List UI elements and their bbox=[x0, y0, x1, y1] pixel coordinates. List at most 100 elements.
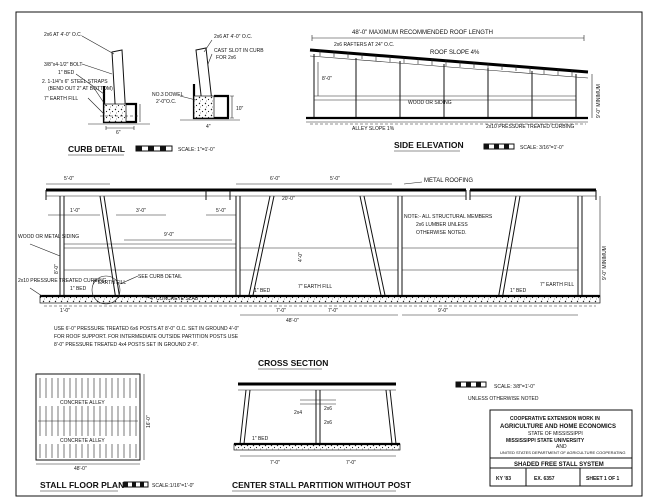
title-line-3: STATE OF MISSISSIPPI bbox=[528, 431, 583, 437]
side-curbing-label: 2x10 PRESSURE TREATED CURBING bbox=[486, 124, 575, 130]
curb-scale: SCALE: 1"=1'-0" bbox=[178, 147, 215, 153]
curb-detail: 2x6 AT 4'-0" O.C. 3/8"x4-1/2" BOLT 1" BE… bbox=[42, 32, 264, 156]
cross-concrete-slab: 4" CONCRETE SLAB bbox=[150, 296, 199, 302]
curb-dowel-label: NO.3 DOWEL bbox=[152, 92, 184, 98]
side-rafter-ticks bbox=[319, 50, 573, 76]
floor-alley-1: CONCRETE ALLEY bbox=[60, 400, 105, 406]
curb-dim-6: 6" bbox=[116, 130, 121, 136]
cross-dim-20ft: 20'-0" bbox=[282, 196, 295, 202]
curb-detail-left-drawing bbox=[88, 49, 150, 130]
side-elevation: 48'-0" MAXIMUM RECOMMENDED ROOF LENGTH 2… bbox=[306, 30, 602, 152]
cross-dim-7ft-b: 7'-0" bbox=[328, 308, 338, 314]
title-line-4: MISSISSIPPI STATE UNIVERSITY bbox=[506, 438, 585, 444]
curb-post-label: 2x6 AT 4'-0" O.C. bbox=[44, 32, 82, 38]
floor-scale: SCALE:1/16"=1'-0" bbox=[152, 483, 194, 489]
curb-cast-slot-label: CAST SLOT IN CURB bbox=[214, 48, 264, 54]
title-date: KY '83 bbox=[496, 476, 511, 482]
scale-block: SCALE: 3/8"=1'-0" UNLESS OTHERWISE NOTED bbox=[455, 381, 539, 402]
scale-block-scale: SCALE: 3/8"=1'-0" bbox=[494, 384, 535, 390]
curb-bed-label: 1" BED bbox=[58, 70, 75, 76]
cross-post-note-3: 8'-0" PRESSURE TREATED 4x4 POSTS SET IN … bbox=[54, 342, 199, 348]
floor-depth: 16'-0" bbox=[146, 415, 152, 428]
title-line-1: COOPERATIVE EXTENSION WORK IN bbox=[510, 416, 600, 422]
partition-lumber-b: 2x6 bbox=[324, 406, 332, 412]
cross-dim-5ft: 5'-0" bbox=[216, 208, 226, 214]
partition-bed: 1" BED bbox=[252, 436, 269, 442]
side-scale-bar bbox=[483, 143, 515, 150]
drawing-title: SHADED FREE STALL SYSTEM bbox=[514, 462, 604, 468]
cross-rails bbox=[64, 243, 578, 271]
curb-scale-bar bbox=[135, 145, 173, 152]
curb-detail-callout bbox=[91, 275, 121, 305]
partition-lumber-a: 2x4 bbox=[294, 410, 302, 416]
cross-earth-fill-1: 7" EARTH FILL bbox=[92, 280, 126, 286]
curb-cast-slot-label-b: FOR 2x6 bbox=[216, 55, 236, 61]
cross-note: NOTE:- ALL STRUCTURAL MEMBERS bbox=[404, 214, 493, 220]
cross-bed-3: 1" BED bbox=[510, 288, 527, 294]
center-partition: 2x4 2x6 2x6 1" BED 7'-0" 7'-0" CENTER ST… bbox=[232, 382, 412, 492]
cross-dim-3ft: 3'-0" bbox=[136, 208, 146, 214]
curb-detail-right-drawing bbox=[180, 47, 240, 121]
stall-floor-plan: CONCRETE ALLEY CONCRETE ALLEY 48'-0" 16'… bbox=[35, 373, 194, 492]
floor-plan-stalls-bottom bbox=[39, 444, 137, 458]
title-block: COOPERATIVE EXTENSION WORK IN AGRICULTUR… bbox=[489, 409, 633, 487]
title-number: EX. 6357 bbox=[534, 476, 555, 482]
cross-post-note-2: FOR ROOF SUPPORT. FOR INTERMEDIATE OUTSI… bbox=[54, 334, 239, 340]
cross-dim-4ft: 4'-0" bbox=[298, 252, 304, 262]
curb-detail-title: CURB DETAIL bbox=[68, 144, 125, 154]
cross-dim-top-2: 6'-0" bbox=[270, 176, 280, 182]
curb-straps-note: (BEND OUT 2" AT BOTTOM) bbox=[48, 86, 113, 92]
cross-dim-7ft-a: 7'-0" bbox=[276, 308, 286, 314]
cross-earth-fill-3: 7" EARTH FILL bbox=[540, 282, 574, 288]
floor-scale-bar bbox=[123, 481, 149, 488]
side-elevation-title: SIDE ELEVATION bbox=[394, 140, 464, 150]
curb-earth-fill-label: 7" EARTH FILL bbox=[44, 96, 78, 102]
curb-post-label-b: 2x6 AT 4'-0" O.C. bbox=[214, 34, 252, 40]
cross-post-note-1: USE 6'-0" PRESSURE TREATED 6x6 POSTS AT … bbox=[54, 326, 239, 332]
side-scale: SCALE: 3/16"=1'-0" bbox=[520, 145, 564, 151]
cross-dim-top-1: 5'-0" bbox=[64, 176, 74, 182]
curb-straps-label: 2. 1-1/4"x 6" STEEL STRAPS bbox=[42, 79, 108, 85]
cross-section: 5'-0" 6'-0" 5'-0" METAL ROOFING bbox=[18, 176, 608, 370]
curb-dim-10: 10" bbox=[236, 106, 244, 112]
cross-dim-top-3: 5'-0" bbox=[330, 176, 340, 182]
partition-dim-left: 7'-0" bbox=[270, 460, 280, 466]
cross-dim-9ft-b: 9'-0" bbox=[438, 308, 448, 314]
cross-curbing-left-label: 2x10 PRESSURE TREATED CURBING bbox=[18, 278, 107, 284]
floor-plan-outline bbox=[35, 373, 141, 461]
side-posts bbox=[313, 54, 577, 118]
cross-dim-minimum: 9'-0" MINIMUM bbox=[602, 246, 608, 280]
scale-block-unless: UNLESS OTHERWISE NOTED bbox=[468, 396, 539, 402]
side-max-length: 48'-0" MAXIMUM RECOMMENDED ROOF LENGTH bbox=[352, 30, 493, 36]
cross-dim-9ft: 9'-0" bbox=[164, 232, 174, 238]
side-alley-slope: ALLEY SLOPE 1% bbox=[352, 126, 395, 132]
center-partition-title: CENTER STALL PARTITION WITHOUT POST bbox=[232, 480, 412, 490]
cross-see-curb: SEE CURB DETAIL bbox=[138, 274, 182, 280]
floor-width: 48'-0" bbox=[74, 466, 87, 472]
cross-note-c: OTHERWISE NOTED. bbox=[416, 230, 466, 236]
floor-plan-stalls-top bbox=[39, 378, 137, 398]
side-max-height: 9'-0" MINIMUM bbox=[596, 84, 602, 118]
cross-earth-fill-2: 7" EARTH FILL bbox=[298, 284, 332, 290]
floor-plan-stalls-middle bbox=[38, 406, 138, 436]
title-sheet: SHEET 1 OF 1 bbox=[586, 476, 620, 482]
cross-dim-8ft: 8'-0" bbox=[54, 264, 60, 274]
cross-section-title: CROSS SECTION bbox=[258, 358, 328, 368]
sheet-border bbox=[15, 11, 643, 497]
curb-dowel-spacing: 2'-0"O.C. bbox=[156, 99, 176, 105]
cross-dim-1ft-b: 1'-0" bbox=[60, 308, 70, 314]
curb-bolt-label: 3/8"x4-1/2" BOLT bbox=[44, 62, 82, 68]
side-roof-slope: ROOF SLOPE 4% bbox=[430, 50, 480, 56]
cross-dim-1ft: 1'-0" bbox=[70, 208, 80, 214]
partition-lumber-c: 2x6 bbox=[324, 420, 332, 426]
title-line-6: UNITED STATES DEPARTMENT OF AGRICULTURE … bbox=[500, 450, 626, 455]
side-rafters-label: 2x6 RAFTERS AT 24" O.C. bbox=[334, 42, 394, 48]
cross-note-b: 2x6 LUMBER UNLESS bbox=[416, 222, 468, 228]
cross-bed-2: 1" BED bbox=[254, 288, 271, 294]
cross-metal-roofing: METAL ROOFING bbox=[424, 178, 473, 184]
floor-alley-2: CONCRETE ALLEY bbox=[60, 438, 105, 444]
title-line-2: AGRICULTURE AND HOME ECONOMICS bbox=[500, 424, 616, 430]
curb-dim-4: 4" bbox=[206, 124, 211, 130]
partition-dim-right: 7'-0" bbox=[346, 460, 356, 466]
